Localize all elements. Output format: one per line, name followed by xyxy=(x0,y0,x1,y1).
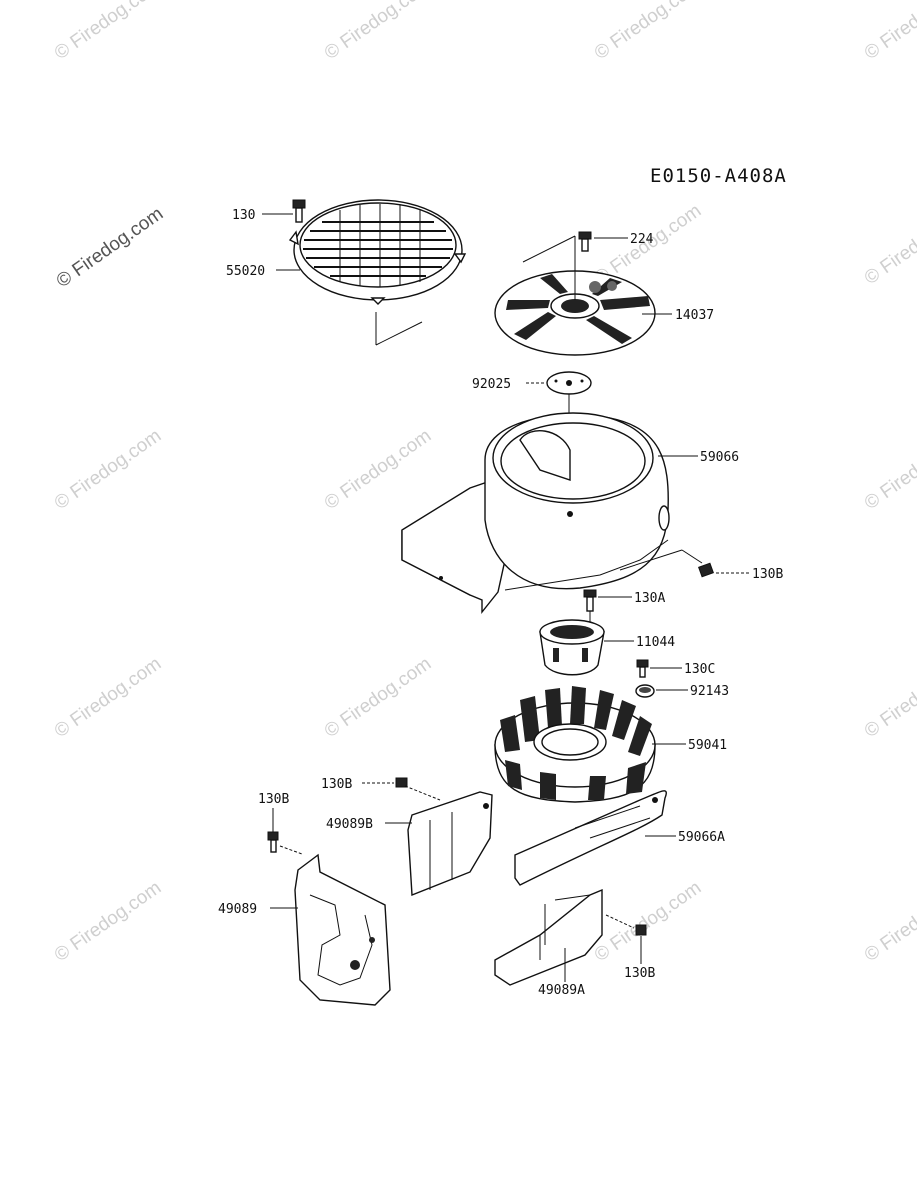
label-14037: 14037 xyxy=(675,308,714,323)
label-55020: 55020 xyxy=(226,264,265,279)
label-59066: 59066 xyxy=(700,450,739,465)
label-59066A: 59066A xyxy=(678,830,725,845)
label-130C: 130C xyxy=(684,662,715,677)
watermark: © Firedog.com xyxy=(51,425,165,514)
label-130B-bottom: 130B xyxy=(624,966,655,981)
bolt-224 xyxy=(578,231,628,252)
watermark: © Firedog.com xyxy=(53,203,167,292)
label-49089B: 49089B xyxy=(326,817,373,832)
watermark: © Firedog.com xyxy=(51,877,165,966)
part-59066A-baffle xyxy=(514,790,676,886)
bolt-130B-mid xyxy=(362,777,441,801)
part-11044-cup xyxy=(539,619,605,676)
watermark: © Firedog.com xyxy=(861,0,917,64)
watermark: © Firedog.com xyxy=(861,200,917,289)
part-14037-cover xyxy=(494,235,656,356)
watermark: © Firedog.com xyxy=(861,425,917,514)
bolt-130C xyxy=(636,659,682,678)
bolt-130B-bottom xyxy=(605,914,647,964)
watermark: © Firedog.com xyxy=(861,877,917,966)
label-130B-mid: 130B xyxy=(321,777,352,792)
part-49089B-bracket xyxy=(385,791,493,897)
label-49089A: 49089A xyxy=(538,983,585,998)
label-92025: 92025 xyxy=(472,377,511,392)
watermark: © Firedog.com xyxy=(861,653,917,742)
watermark: © Firedog.com xyxy=(321,653,435,742)
part-49089-plate xyxy=(270,853,391,1006)
watermark: © Firedog.com xyxy=(591,0,705,64)
label-92143: 92143 xyxy=(690,684,729,699)
label-130B: 130B xyxy=(752,567,783,582)
watermark: © Firedog.com xyxy=(321,0,435,64)
label-130: 130 xyxy=(232,208,255,223)
label-130A: 130A xyxy=(634,591,665,606)
watermark: © Firedog.com xyxy=(591,877,705,966)
watermark: © Firedog.com xyxy=(51,653,165,742)
label-59041: 59041 xyxy=(688,738,727,753)
label-49089: 49089 xyxy=(218,902,257,917)
part-49089A-bracket xyxy=(494,888,603,986)
part-59066-housing xyxy=(401,412,703,614)
watermark: © Firedog.com xyxy=(321,425,435,514)
label-224: 224 xyxy=(630,232,654,247)
watermark: © Firedog.com xyxy=(51,0,165,64)
part-92143-washer xyxy=(635,684,688,698)
bolt-130B-left xyxy=(267,808,303,855)
bolt-130 xyxy=(262,199,306,223)
label-130B-left: 130B xyxy=(258,792,289,807)
bolt-130B xyxy=(698,562,750,578)
diagram-code: E0150-A408A xyxy=(650,165,787,187)
part-59041-fan xyxy=(494,686,656,803)
label-11044: 11044 xyxy=(636,635,675,650)
part-55020-screen xyxy=(288,199,467,346)
